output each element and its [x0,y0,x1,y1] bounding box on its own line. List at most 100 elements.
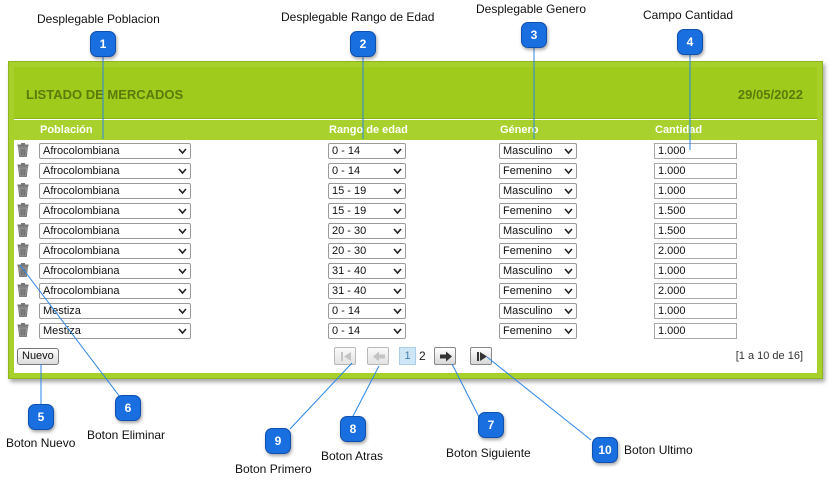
rango-select[interactable]: 31 - 40 [328,283,406,299]
chevron-down-icon [393,148,402,155]
genero-select[interactable]: Femenino [499,323,577,339]
callout-badge-1: 1 [90,31,116,57]
chevron-down-icon [178,188,187,195]
poblacion-select[interactable]: Mestiza [39,303,191,319]
genero-select[interactable]: Masculino [499,183,577,199]
chevron-down-icon [393,188,402,195]
cantidad-input[interactable]: 1.000 [654,143,737,159]
table-row: Afrocolombiana 0 - 14 Masculino 1.000 [14,141,817,161]
genero-value: Femenino [503,165,552,177]
callout-badge-2: 2 [350,31,376,57]
nuevo-button[interactable]: Nuevo [17,348,59,365]
trash-icon[interactable] [17,283,29,297]
callout-label-primero: Boton Primero [235,462,312,476]
cantidad-input[interactable]: 1.500 [654,203,737,219]
rango-value: 0 - 14 [332,305,361,317]
callout-badge-6: 6 [115,395,141,421]
callout-badge-9: 9 [265,428,291,454]
next-page-button[interactable] [434,347,456,365]
rango-value: 31 - 40 [332,285,367,297]
column-header-row: Población Rango de edad Género Cantidad [14,120,817,140]
poblacion-value: Afrocolombiana [43,245,120,257]
rango-select[interactable]: 0 - 14 [328,163,406,179]
last-page-button[interactable] [470,347,492,365]
rango-select[interactable]: 0 - 14 [328,303,406,319]
first-page-button[interactable] [334,347,356,365]
cantidad-input[interactable]: 1.000 [654,163,737,179]
column-header-genero: Género [500,124,539,136]
cantidad-value: 2.000 [658,245,686,257]
rango-value: 15 - 19 [332,205,367,217]
cantidad-value: 1.000 [658,325,686,337]
cantidad-input[interactable]: 1.000 [654,263,737,279]
trash-icon[interactable] [17,263,29,277]
cantidad-input[interactable]: 1.000 [654,303,737,319]
callout-label-ultimo: Boton Ultimo [624,443,693,457]
genero-value: Femenino [503,205,552,217]
page-1-current[interactable]: 1 [399,347,416,365]
callout-label-rango: Desplegable Rango de Edad [281,10,435,24]
rango-value: 15 - 19 [332,185,367,197]
rango-select[interactable]: 20 - 30 [328,223,406,239]
trash-icon[interactable] [17,183,29,197]
chevron-down-icon [178,308,187,315]
genero-value: Femenino [503,245,552,257]
cantidad-input[interactable]: 2.000 [654,283,737,299]
table-row: Afrocolombiana 0 - 14 Femenino 1.000 [14,161,817,181]
trash-icon[interactable] [17,323,29,337]
rango-select[interactable]: 31 - 40 [328,263,406,279]
poblacion-select[interactable]: Afrocolombiana [39,143,191,159]
cantidad-value: 1.500 [658,225,686,237]
genero-select[interactable]: Femenino [499,283,577,299]
trash-icon[interactable] [17,143,29,157]
chevron-down-icon [564,288,573,295]
cantidad-input[interactable]: 1.000 [654,323,737,339]
poblacion-select[interactable]: Afrocolombiana [39,203,191,219]
table-row: Afrocolombiana 31 - 40 Masculino 1.000 [14,261,817,281]
trash-icon[interactable] [17,303,29,317]
cantidad-input[interactable]: 1.500 [654,223,737,239]
genero-select[interactable]: Femenino [499,203,577,219]
chevron-down-icon [564,208,573,215]
genero-select[interactable]: Femenino [499,243,577,259]
poblacion-select[interactable]: Afrocolombiana [39,283,191,299]
poblacion-select[interactable]: Afrocolombiana [39,163,191,179]
previous-page-button[interactable] [367,347,389,365]
callout-label-siguiente: Boton Siguiente [446,446,531,460]
arrow-right-icon [440,351,452,362]
callout-badge-8: 8 [340,416,366,442]
first-page-icon [341,352,351,361]
callout-badge-10: 10 [592,437,618,463]
callout-label-cantidad: Campo Cantidad [643,8,734,22]
genero-select[interactable]: Masculino [499,303,577,319]
poblacion-select[interactable]: Afrocolombiana [39,223,191,239]
page-2-link[interactable]: 2 [419,349,426,363]
poblacion-select[interactable]: Afrocolombiana [39,243,191,259]
genero-value: Masculino [503,305,553,317]
trash-icon[interactable] [17,243,29,257]
genero-select[interactable]: Masculino [499,143,577,159]
rango-select[interactable]: 15 - 19 [328,203,406,219]
trash-icon[interactable] [17,163,29,177]
rango-select[interactable]: 0 - 14 [328,323,406,339]
cantidad-input[interactable]: 1.000 [654,183,737,199]
genero-select[interactable]: Masculino [499,263,577,279]
genero-value: Masculino [503,225,553,237]
genero-select[interactable]: Femenino [499,163,577,179]
trash-icon[interactable] [17,203,29,217]
cantidad-value: 1.000 [658,185,686,197]
cantidad-input[interactable]: 2.000 [654,243,737,259]
genero-select[interactable]: Masculino [499,223,577,239]
chevron-down-icon [178,328,187,335]
poblacion-select[interactable]: Afrocolombiana [39,263,191,279]
rango-value: 20 - 30 [332,225,367,237]
rango-select[interactable]: 20 - 30 [328,243,406,259]
chevron-down-icon [178,248,187,255]
rango-select[interactable]: 15 - 19 [328,183,406,199]
genero-value: Femenino [503,325,552,337]
poblacion-select[interactable]: Mestiza [39,323,191,339]
table-footer: Nuevo 1 2 [14,343,817,369]
trash-icon[interactable] [17,223,29,237]
poblacion-select[interactable]: Afrocolombiana [39,183,191,199]
rango-select[interactable]: 0 - 14 [328,143,406,159]
